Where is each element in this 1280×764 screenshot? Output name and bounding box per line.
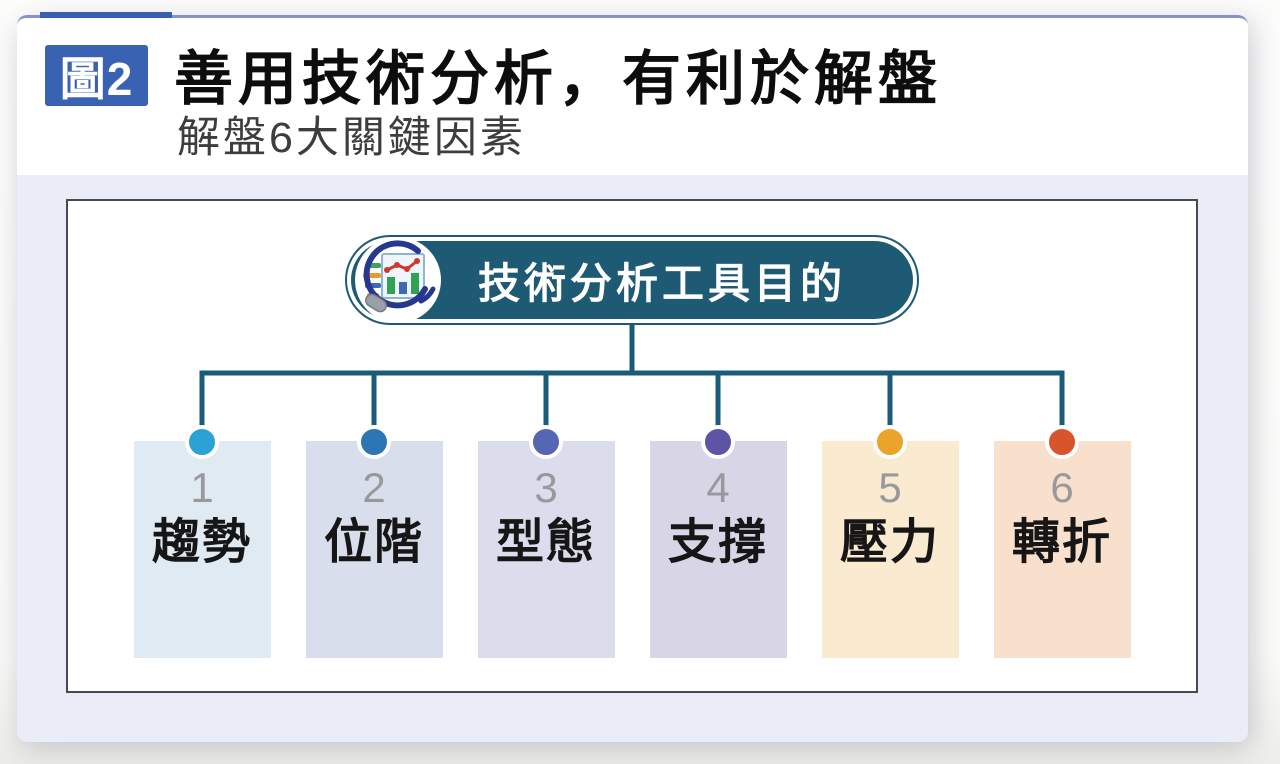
- root-node-inner: 技術分析工具目的: [351, 237, 913, 323]
- figure-card: 圖2 善用技術分析，有利於解盤 解盤6大關鍵因素: [17, 12, 1248, 742]
- factor-label: 支撐: [667, 516, 768, 569]
- factor-box: 1 趨勢: [133, 425, 271, 658]
- factor-number: 4: [706, 464, 730, 511]
- factors-row: 1 趨勢 2 位階 3 型態 4 支撐 5 壓力 6 轉折: [68, 425, 1196, 658]
- factor-dot: [873, 425, 907, 459]
- factor-dot: [529, 425, 563, 459]
- figure-title: 善用技術分析，有利於解盤: [174, 46, 943, 112]
- factor-number: 3: [534, 464, 558, 511]
- root-node-wrap: 技術分析工具目的: [68, 235, 1196, 325]
- factor-label: 轉折: [1011, 516, 1112, 569]
- factor-dot: [1045, 425, 1079, 459]
- factor-dot: [357, 425, 391, 459]
- diagram-frame: 技術分析工具目的 1 趨勢 2 位階 3 型態 4 支撐 5 壓力 6 轉折: [66, 199, 1198, 693]
- factor-dot: [185, 425, 219, 459]
- factor-number: 1: [190, 464, 214, 511]
- factor-number: 6: [1050, 464, 1074, 511]
- figure-body: 技術分析工具目的 1 趨勢 2 位階 3 型態 4 支撐 5 壓力 6 轉折: [17, 175, 1248, 742]
- connector-lines: [199, 320, 1065, 432]
- factor-label: 壓力: [839, 516, 940, 569]
- factor-box: 6 轉折: [993, 425, 1131, 658]
- factor-number: 2: [362, 464, 386, 511]
- factor-number: 5: [878, 464, 902, 511]
- magnifier-chart-icon: [355, 237, 441, 323]
- factor-label: 位階: [323, 516, 424, 569]
- factor-label: 趨勢: [151, 516, 252, 569]
- factor-label: 型態: [495, 516, 596, 569]
- factor-box: 5 壓力: [821, 425, 959, 658]
- factor-box: 2 位階: [305, 425, 443, 658]
- figure-header: 圖2 善用技術分析，有利於解盤 解盤6大關鍵因素: [17, 18, 1248, 175]
- factor-dot: [701, 425, 735, 459]
- figure-tag: 圖2: [45, 45, 148, 106]
- factor-box: 4 支撐: [649, 425, 787, 658]
- root-node-label: 技術分析工具目的: [477, 259, 846, 307]
- top-accent-bar: [40, 12, 172, 23]
- figure-subtitle: 解盤6大關鍵因素: [177, 114, 526, 162]
- factor-box: 3 型態: [477, 425, 615, 658]
- root-node: 技術分析工具目的: [345, 235, 919, 325]
